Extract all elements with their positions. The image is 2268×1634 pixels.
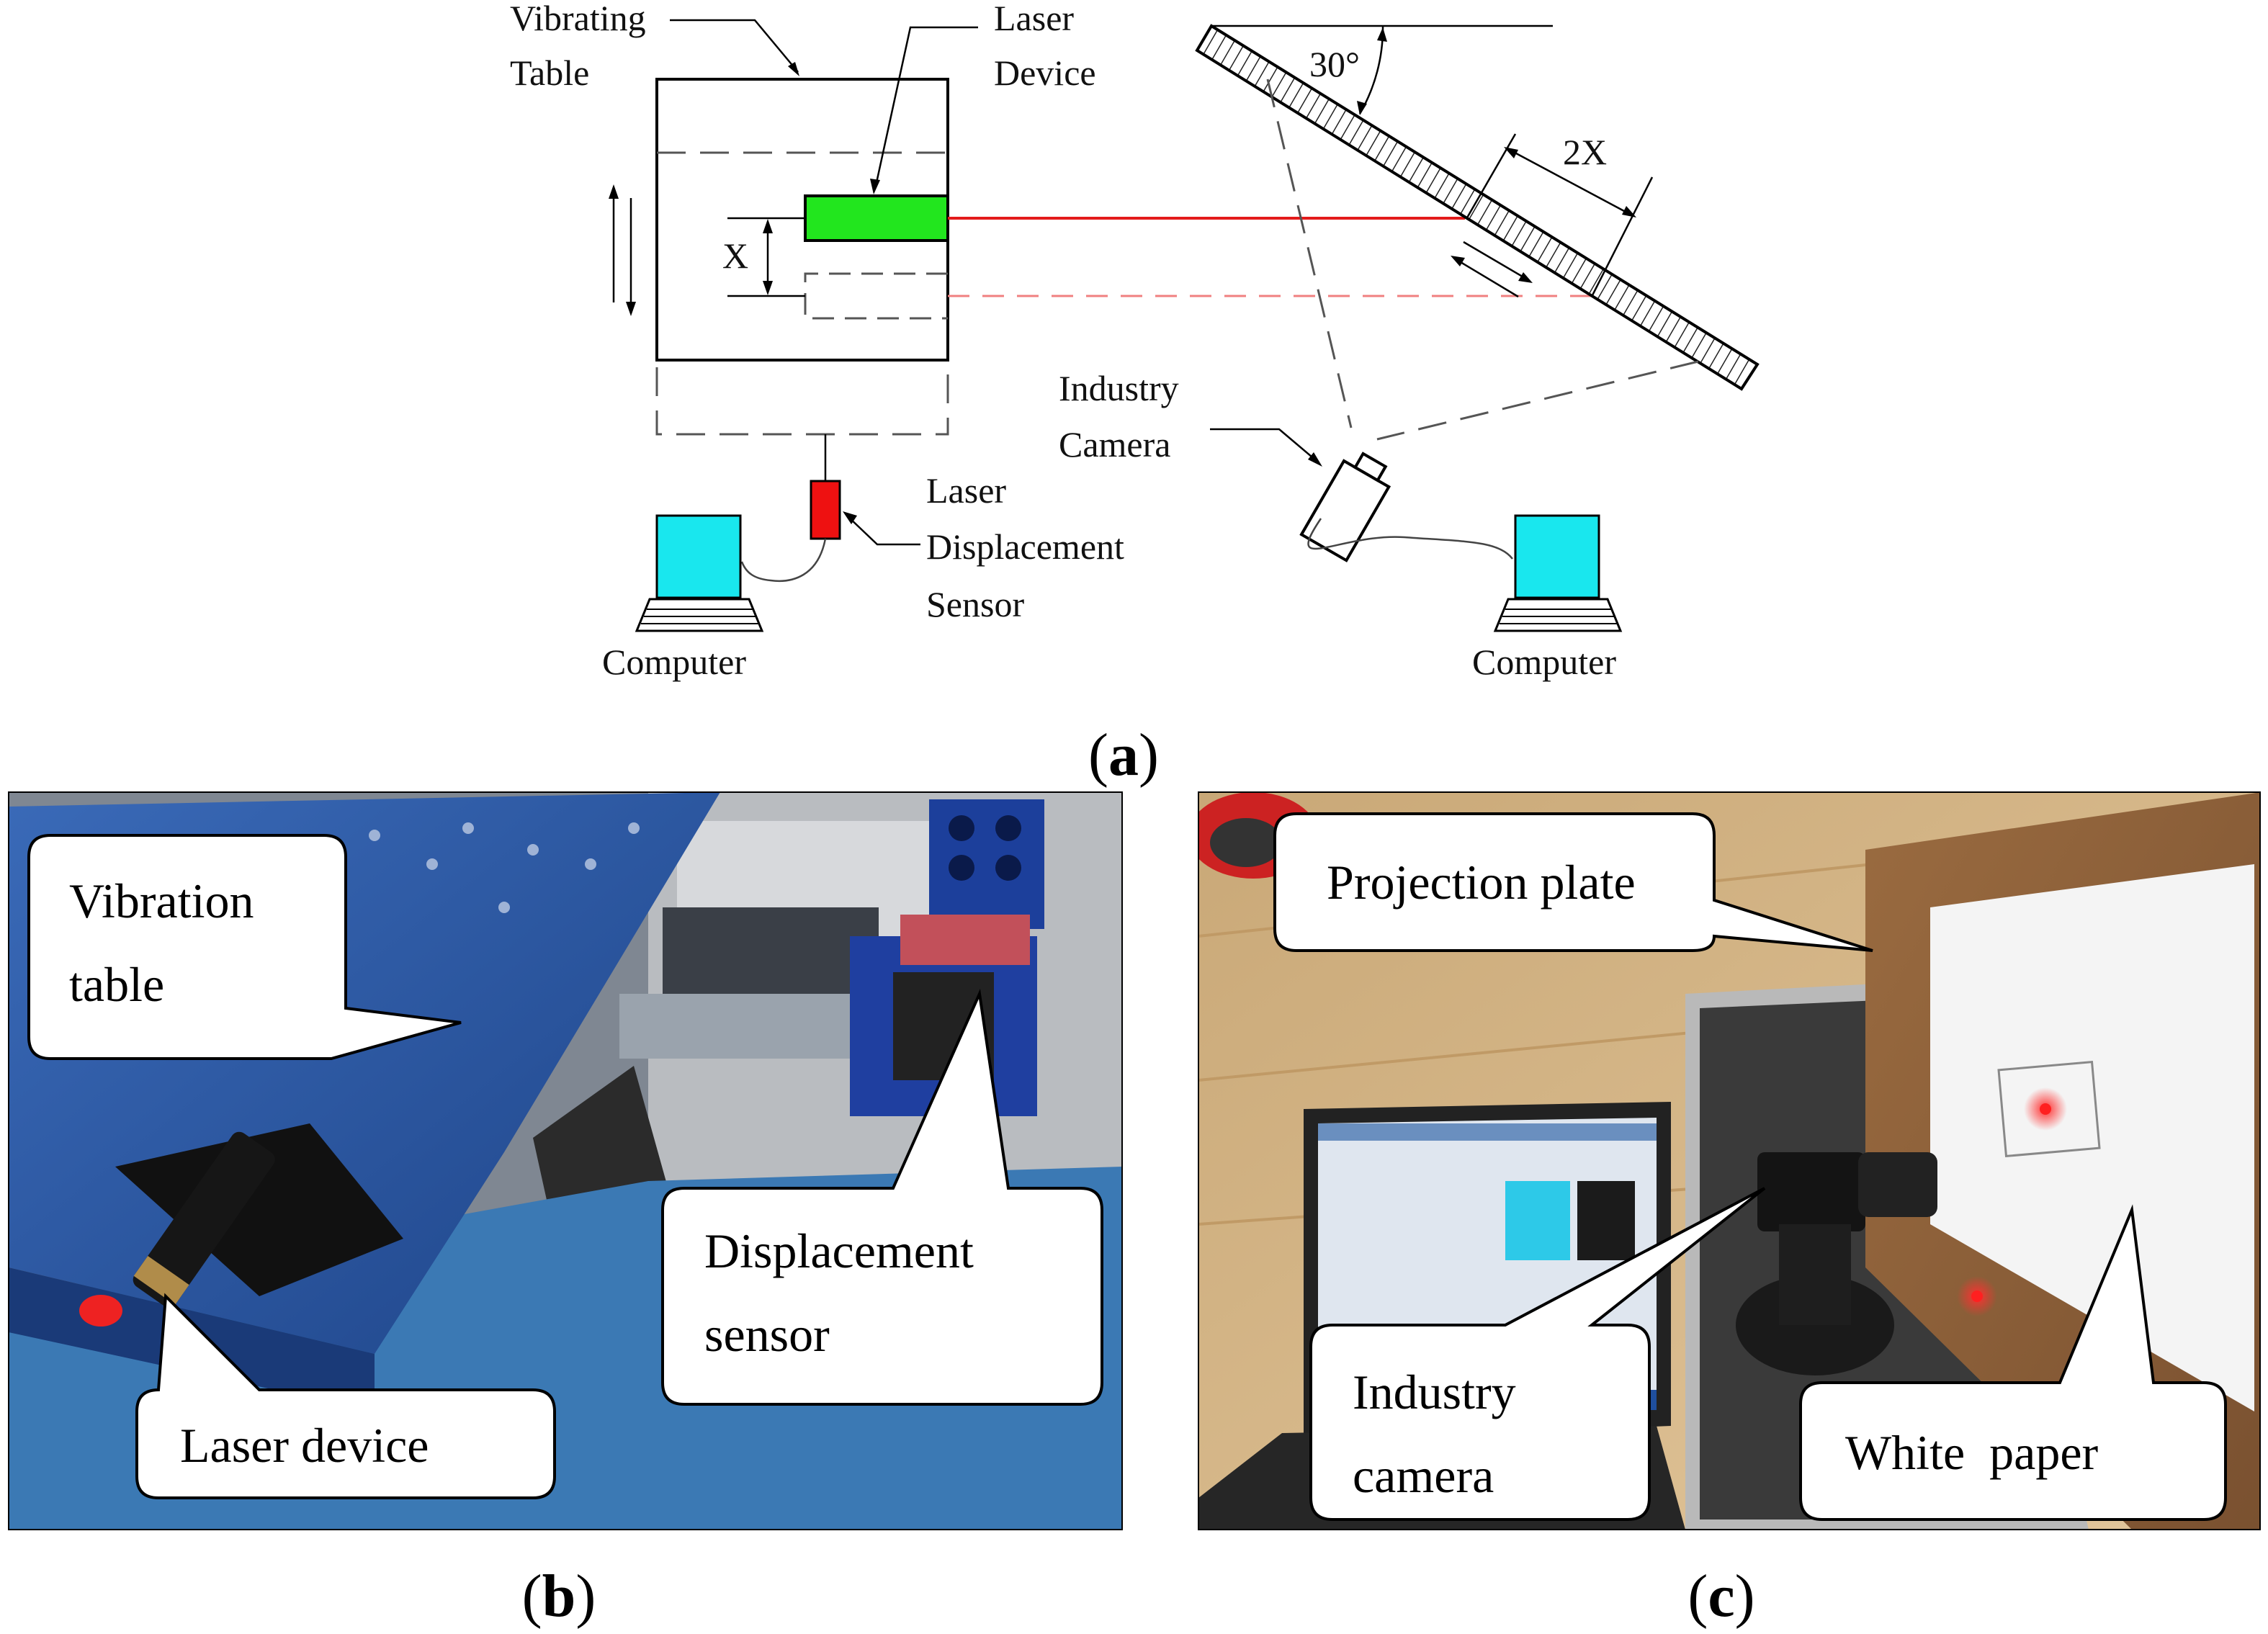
- motion-arrowhead-up: [609, 184, 619, 199]
- computer-left-label: Computer: [602, 642, 746, 682]
- camera-fov-right: [1376, 360, 1699, 441]
- plate-motion-arrow-2: [1453, 256, 1519, 298]
- laser-device-label-2: Device: [994, 53, 1096, 93]
- callout-industry-camera-text-2: camera: [1353, 1448, 1494, 1503]
- lds-leader-head: [843, 511, 857, 524]
- callout-laser-device-text: Laser device: [180, 1418, 429, 1473]
- lds-label-2: Displacement: [926, 526, 1124, 567]
- angle-arrowhead-top: [1377, 27, 1387, 42]
- laser-displacement-sensor: [810, 480, 841, 540]
- angle-arrowhead-bottom: [1357, 101, 1367, 115]
- lds-label-3: Sensor: [926, 584, 1024, 624]
- x-label: X: [722, 235, 748, 276]
- laser-device-label-1: Laser: [994, 0, 1074, 38]
- two-x-ext-2: [1590, 176, 1654, 297]
- industry-camera-leader-head: [1308, 452, 1322, 467]
- industry-camera-drawing: [1299, 452, 1391, 562]
- laser-device: [804, 194, 949, 242]
- plate-motion-arrow-1: [1463, 241, 1530, 282]
- callout-industry-camera-text-1: Industry: [1353, 1365, 1516, 1419]
- callout-laser-device: [135, 1293, 556, 1499]
- x-dim-arrowhead-down: [763, 281, 773, 295]
- projection-plate: [1195, 24, 1760, 391]
- laser-device-leader: [874, 26, 978, 187]
- callout-white-paper-text: White paper: [1845, 1425, 2099, 1480]
- caption-a: (a): [1088, 722, 1159, 789]
- callout-vibration-table: [27, 834, 462, 1060]
- vibrating-table-leader-head: [788, 62, 799, 76]
- callout-vibration-table-text-1: Vibration: [69, 874, 254, 928]
- plate-motion-arrowhead-2: [1451, 256, 1465, 266]
- angle-label: 30°: [1309, 44, 1360, 84]
- vibrating-table-label-2: Table: [510, 53, 589, 93]
- callout-white-paper: [1799, 1204, 2227, 1521]
- computer-right-icon: [1493, 514, 1623, 632]
- vibrating-table-leader: [670, 19, 799, 73]
- vibrating-table-label-1: Vibrating: [510, 0, 646, 38]
- caption-c: (c): [1687, 1563, 1754, 1630]
- callout-displacement-sensor-text-1: Displacement: [704, 1224, 974, 1278]
- laser-device-leader-head: [870, 179, 880, 194]
- panel-b-photo: Vibration table Displacement sensor Lase…: [8, 791, 1123, 1630]
- industry-camera-label-2: Camera: [1059, 424, 1170, 464]
- callout-projection-plate-text: Projection plate: [1327, 855, 1636, 910]
- caption-b: (b): [522, 1563, 596, 1630]
- lds-label-1: Laser: [926, 470, 1006, 511]
- callout-displacement-sensor: [661, 988, 1103, 1406]
- two-x-arrowhead-2: [1622, 206, 1636, 217]
- camera-fov-left: [1266, 78, 1353, 428]
- computer-right-label: Computer: [1472, 642, 1616, 682]
- plate-motion-arrowhead-1: [1518, 272, 1533, 283]
- two-x-dim: [1506, 147, 1634, 217]
- callout-projection-plate: [1273, 812, 1873, 952]
- two-x-label: 2X: [1563, 132, 1607, 172]
- lds-leader: [846, 515, 920, 546]
- computer-left-icon: [635, 514, 764, 632]
- table-ghost-outline: [655, 367, 949, 436]
- x-dim-arrowhead-up: [763, 219, 773, 233]
- laser-device-ghost: [804, 272, 948, 320]
- panel-c-photo: Projection plate Industry camera White p…: [1198, 791, 2261, 1630]
- camera-cable: [1307, 518, 1513, 560]
- industry-camera-label-1: Industry: [1059, 368, 1179, 408]
- two-x-arrowhead-1: [1504, 147, 1518, 158]
- motion-arrowhead-down: [626, 302, 636, 316]
- panel-a-schematic: X Vibrating Table Laser Device 30° 2X: [510, 0, 1760, 789]
- callout-displacement-sensor-text-2: sensor: [704, 1307, 830, 1362]
- sensor-cable: [740, 538, 827, 582]
- callout-industry-camera: [1309, 1187, 1766, 1521]
- industry-camera-leader: [1210, 428, 1317, 462]
- callout-vibration-table-text-2: table: [69, 957, 164, 1012]
